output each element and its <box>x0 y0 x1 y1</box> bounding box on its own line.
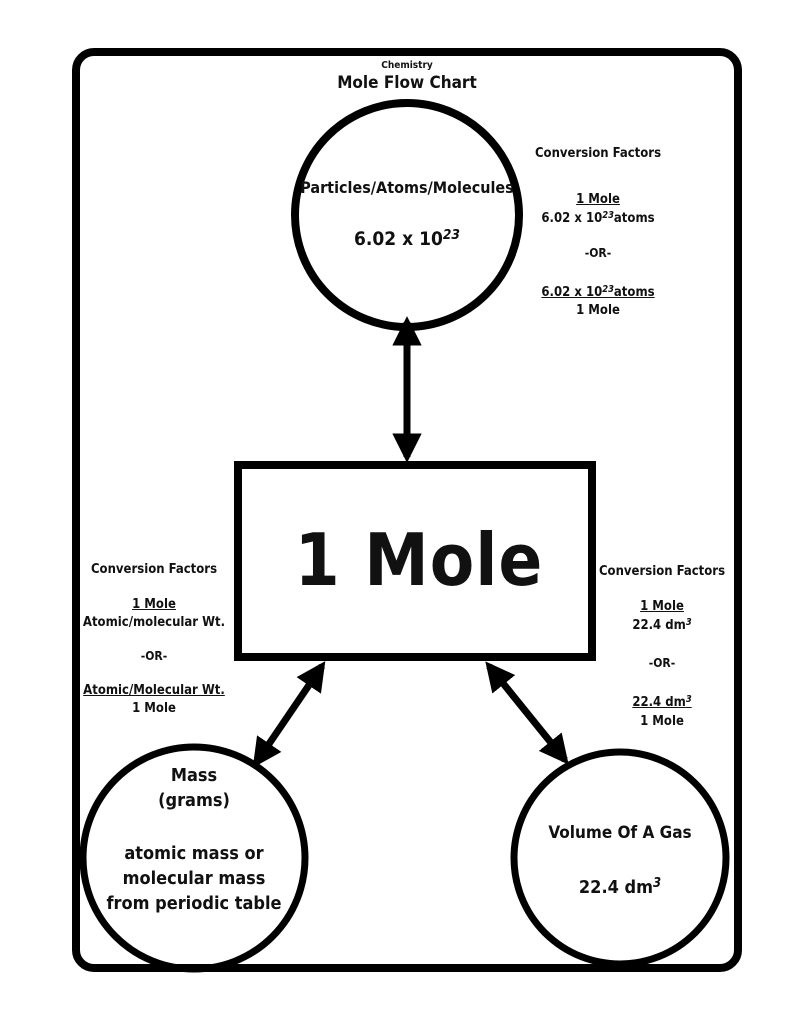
particles-node-value: 6.02 x 1023 <box>297 228 517 250</box>
cf-gas-f1-numerator: 1 Mole <box>640 599 684 614</box>
cf-mass-or: -OR- <box>140 649 168 663</box>
cf-mass-f2-numerator: Atomic/Molecular Wt. <box>83 683 225 698</box>
cf-particles-f1-numerator: 1 Mole <box>576 192 620 207</box>
particles-node-circle <box>291 99 523 331</box>
cf-gas-f1-den-exp: 3 <box>685 616 692 628</box>
cf-gas-heading: Conversion Factors <box>598 564 726 579</box>
cf-gas-f2-num-base: 22.4 dm <box>632 695 686 710</box>
cf-particles-f2-num-unit: atoms <box>613 285 655 300</box>
mass-node-desc-3: from periodic table <box>106 893 282 914</box>
outer-frame <box>72 48 742 972</box>
cf-particles-or: -OR- <box>584 246 612 260</box>
cf-particles-f2-denominator: 1 Mole <box>576 303 620 318</box>
gas-value-base: 22.4 dm <box>578 877 653 898</box>
cf-gas-or: -OR- <box>648 656 676 670</box>
cf-mass-f1-denominator: Atomic/molecular Wt. <box>82 615 226 630</box>
mass-node-title: Mass <box>170 765 218 786</box>
particles-value-base: 6.02 x 10 <box>353 228 443 250</box>
cf-particles-f2-num-exp: 23 <box>602 283 614 295</box>
arrow-mole-mass <box>252 661 326 768</box>
mass-node-desc-1: atomic mass or <box>124 843 264 864</box>
center-label: 1 Mole <box>294 518 544 602</box>
mass-node-subtitle: (grams) <box>158 790 230 811</box>
cf-gas-f2-num-exp: 3 <box>685 693 692 705</box>
cf-particles-f1-den-exp: 23 <box>602 209 614 221</box>
cf-gas-f2-numerator: 22.4 dm3 <box>612 695 712 711</box>
cf-particles-f2-numerator: 6.02 x 1023atoms <box>523 285 673 301</box>
cf-particles-f1-denominator: 6.02 x 1023atoms <box>523 211 673 227</box>
mass-node-desc-2: molecular mass <box>122 868 266 889</box>
mass-node-circle <box>79 743 309 973</box>
cf-gas-f2-denominator: 1 Mole <box>640 714 684 729</box>
mole-box <box>234 461 596 661</box>
cf-particles-f1-den-base: 6.02 x 10 <box>541 211 603 226</box>
gas-node-circle <box>510 748 730 968</box>
particles-value-exp: 23 <box>442 226 460 243</box>
arrow-mole-gas <box>485 661 569 765</box>
cf-mass-heading: Conversion Factors <box>90 562 218 577</box>
page-title: Mole Flow Chart <box>337 73 477 93</box>
gas-value-exp: 3 <box>652 876 662 892</box>
gas-node-title: Volume Of A Gas <box>548 823 692 843</box>
cf-particles-f2-num-base: 6.02 x 10 <box>541 285 603 300</box>
particles-node-title: Particles/Atoms/Molecules <box>300 178 514 197</box>
subject-label: Chemistry <box>381 60 433 71</box>
gas-node-value: 22.4 dm3 <box>520 877 720 898</box>
cf-mass-f1-numerator: 1 Mole <box>132 597 176 612</box>
cf-gas-f1-den-base: 22.4 dm <box>632 618 686 633</box>
cf-particles-f1-den-unit: atoms <box>613 211 655 226</box>
cf-mass-f2-denominator: 1 Mole <box>132 701 176 716</box>
cf-gas-f1-denominator: 22.4 dm3 <box>612 618 712 634</box>
cf-particles-heading: Conversion Factors <box>534 146 662 161</box>
